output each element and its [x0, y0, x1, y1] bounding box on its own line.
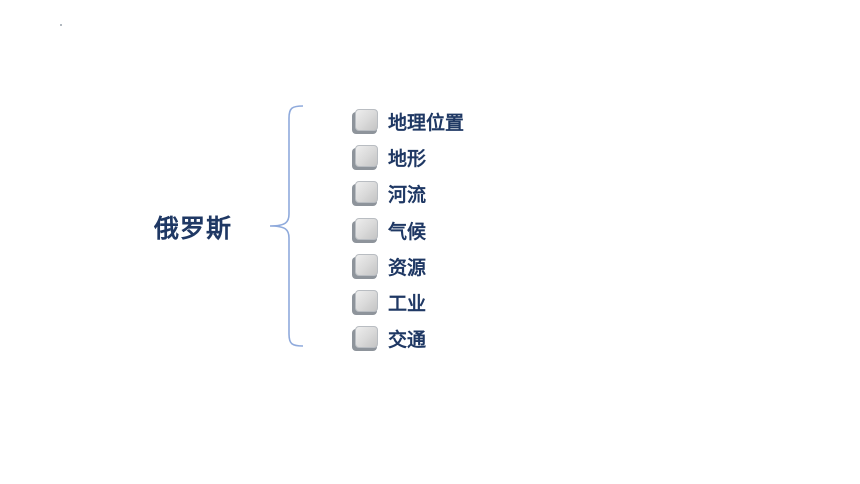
- list-item: 资源: [352, 248, 464, 284]
- checkbox-icon: [352, 217, 378, 243]
- list-item: 地形: [352, 139, 464, 175]
- checkbox-icon: [352, 108, 378, 134]
- curly-brace-connector: [269, 105, 304, 347]
- item-label: 河流: [388, 184, 427, 207]
- item-label: 资源: [388, 256, 427, 279]
- topic-list: 地理位置 地形 河流 气候 资源 工业 交通: [352, 103, 464, 357]
- checkbox-icon: [352, 326, 378, 352]
- item-label: 气候: [388, 220, 427, 243]
- list-item: 地理位置: [352, 103, 464, 139]
- list-item: 气候: [352, 212, 464, 248]
- checkbox-icon: [352, 181, 378, 207]
- list-item: 工业: [352, 284, 464, 320]
- item-label: 地形: [388, 147, 427, 170]
- checkbox-icon: [352, 144, 378, 170]
- checkbox-icon: [352, 253, 378, 279]
- root-topic: 俄罗斯: [154, 214, 233, 243]
- item-label: 交通: [388, 329, 427, 352]
- item-label: 地理位置: [388, 111, 465, 134]
- checkbox-icon: [352, 290, 378, 316]
- slide-marker-dot: [60, 24, 62, 26]
- list-item: 河流: [352, 176, 464, 212]
- item-label: 工业: [388, 293, 427, 316]
- list-item: 交通: [352, 321, 464, 357]
